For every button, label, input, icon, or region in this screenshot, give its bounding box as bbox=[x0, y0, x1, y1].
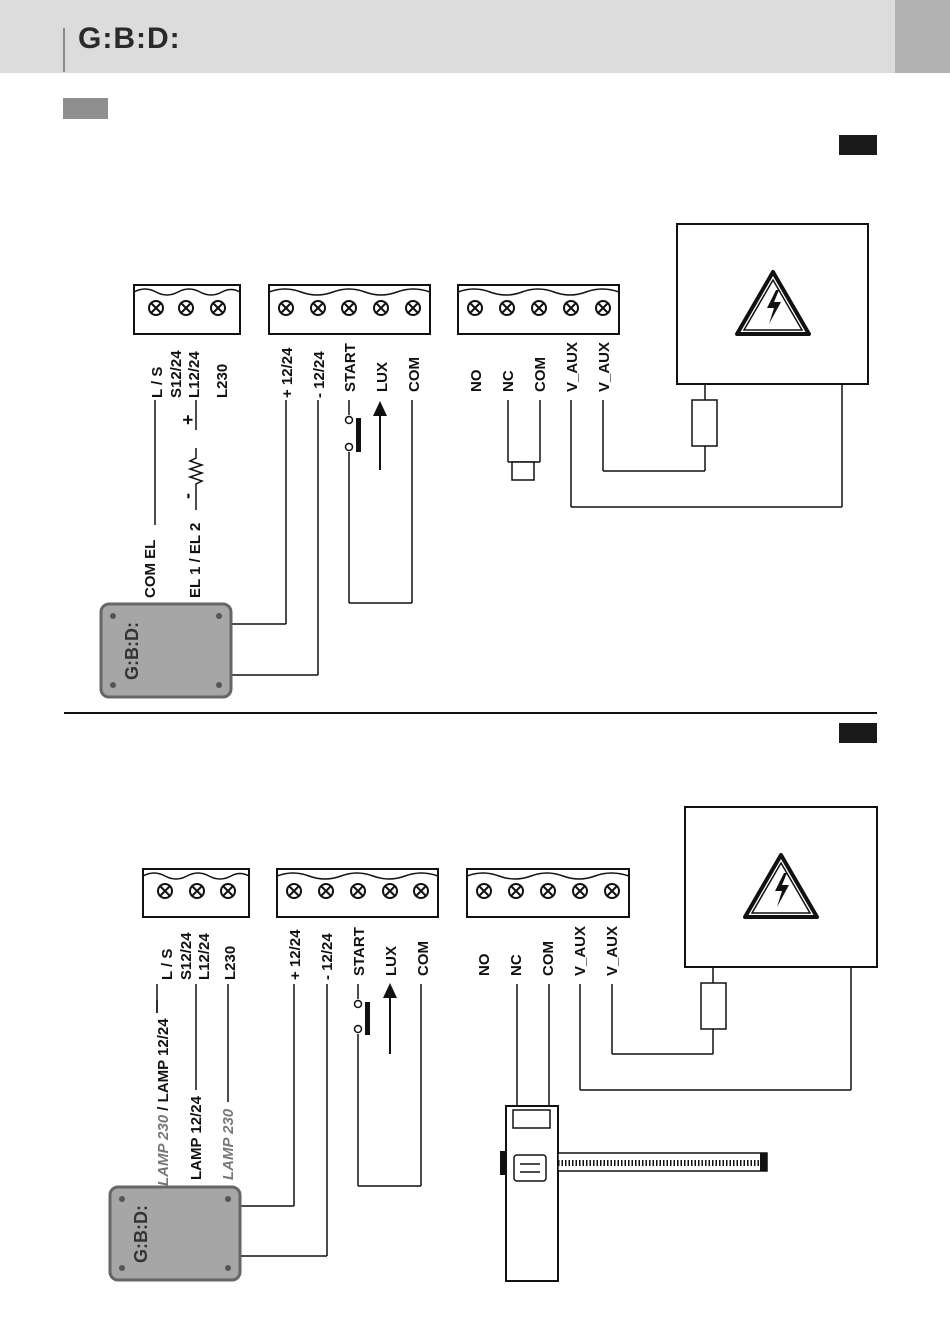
terminal-block-3 bbox=[467, 869, 629, 917]
wires-1 bbox=[155, 384, 842, 675]
label: - 12/24 bbox=[311, 351, 328, 398]
barrier-gate bbox=[500, 1106, 767, 1281]
label: NO bbox=[468, 369, 485, 392]
label: V_AUX bbox=[564, 342, 581, 392]
device-logo: G:B:D: bbox=[122, 622, 142, 680]
lamp-separator: / bbox=[155, 1102, 172, 1115]
label: V_AUX bbox=[604, 926, 621, 976]
power-supply-box-2 bbox=[685, 807, 877, 967]
label: - 12/24 bbox=[319, 933, 336, 980]
resistor bbox=[692, 400, 717, 446]
label: L230 bbox=[222, 946, 239, 980]
label: NO bbox=[476, 953, 493, 976]
terminal-block-3 bbox=[458, 285, 619, 334]
label: START bbox=[351, 927, 368, 976]
start-switch bbox=[365, 1002, 370, 1035]
terminal-block-1 bbox=[134, 285, 240, 334]
label: L / S bbox=[149, 367, 166, 398]
start-switch bbox=[356, 418, 361, 452]
label: LUX bbox=[374, 362, 391, 392]
minus-label: - bbox=[177, 493, 197, 499]
label: COM bbox=[540, 941, 557, 976]
switch-contact bbox=[346, 444, 353, 451]
label: L12/24 bbox=[186, 351, 203, 398]
switch-contact bbox=[346, 417, 353, 424]
label: L230 bbox=[214, 364, 231, 398]
control-device-2: G:B:D: bbox=[110, 1187, 240, 1280]
switch-contact bbox=[355, 1026, 362, 1033]
lamp1224-part: LAMP 12/24 bbox=[155, 1018, 172, 1103]
label: COM bbox=[415, 941, 432, 976]
label: L12/24 bbox=[196, 933, 213, 980]
terminal-block-2 bbox=[269, 285, 430, 334]
label: V_AUX bbox=[572, 926, 589, 976]
label: L / S bbox=[159, 949, 176, 980]
lamp230-part: LAMP 230 bbox=[155, 1114, 172, 1186]
lamp-label-combined: LAMP 230 / LAMP 12/24 bbox=[155, 1018, 172, 1186]
wires-2 bbox=[157, 967, 851, 1256]
com-el-label: COM EL bbox=[142, 540, 159, 598]
switch-contact bbox=[355, 1001, 362, 1008]
terminal-block-1 bbox=[143, 869, 249, 917]
lamp-230-label: LAMP 230 bbox=[220, 1108, 237, 1180]
diagram-1: L / S S12/24 L12/24 L230 + 12/24 - 12/24… bbox=[101, 224, 868, 697]
label: S12/24 bbox=[168, 350, 185, 398]
resistor bbox=[701, 983, 726, 1029]
nc-contact bbox=[512, 462, 534, 480]
lamp-1224-label: LAMP 12/24 bbox=[188, 1095, 205, 1180]
arrow-up-icon bbox=[383, 983, 397, 998]
control-device-1: G:B:D: bbox=[101, 604, 231, 697]
label: COM bbox=[532, 357, 549, 392]
arrow-up-icon bbox=[373, 401, 387, 416]
label: V_AUX bbox=[596, 342, 613, 392]
diagram-2: L / S S12/24 L12/24 L230 + 12/24 - 12/24… bbox=[110, 807, 877, 1281]
label: + 12/24 bbox=[287, 929, 304, 980]
label: S12/24 bbox=[178, 932, 195, 980]
device-logo: G:B:D: bbox=[131, 1205, 151, 1263]
terminal-block-2 bbox=[277, 869, 438, 917]
plus-label: + bbox=[178, 414, 198, 425]
label: LUX bbox=[383, 946, 400, 976]
label: NC bbox=[508, 954, 525, 976]
el-label: EL 1 / EL 2 bbox=[187, 523, 204, 598]
power-supply-box-1 bbox=[677, 224, 868, 384]
label: + 12/24 bbox=[279, 347, 296, 398]
label: COM bbox=[406, 357, 423, 392]
label: START bbox=[342, 343, 359, 392]
label: NC bbox=[500, 370, 517, 392]
